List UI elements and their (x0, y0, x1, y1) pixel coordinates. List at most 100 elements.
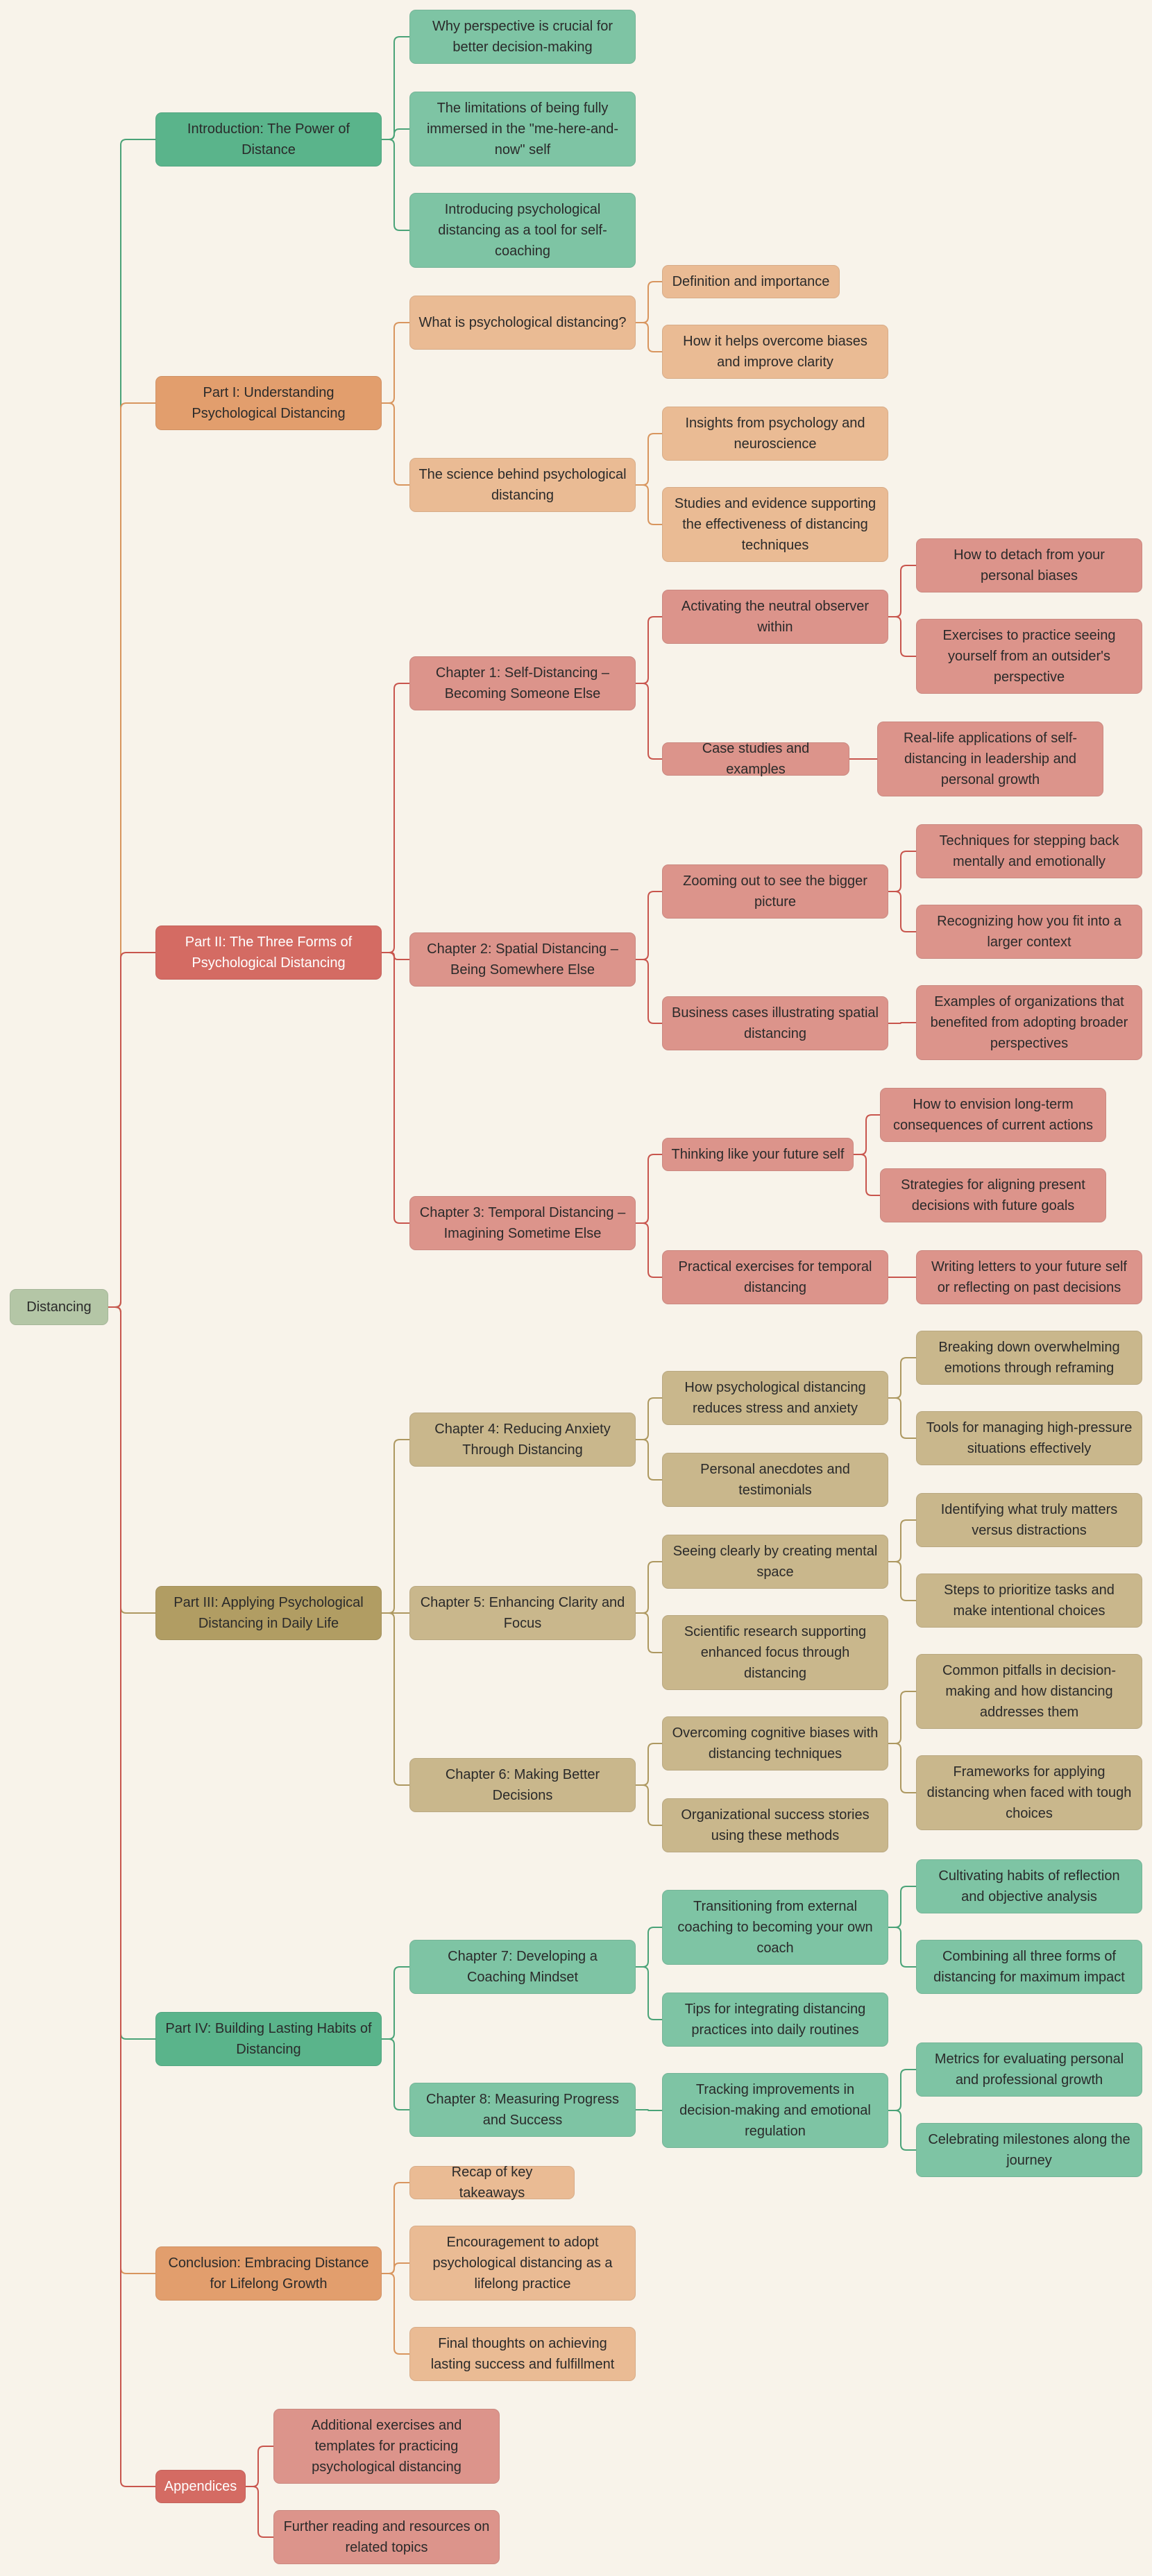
connector-intro-to-intro-2 (382, 128, 409, 140)
connector-p1-what-to-p1-what-2 (636, 322, 662, 352)
section-part4: Part IV: Building Lasting Habits of Dist… (155, 2012, 382, 2066)
section-appendices: Appendices (155, 2470, 246, 2503)
connector-p1-sci-to-p1-sci-1 (636, 433, 662, 486)
connector-ch2-a-to-ch2-a-1 (888, 851, 916, 892)
node-ch3: Chapter 3: Temporal Distancing – Imagini… (409, 1196, 636, 1250)
connector-ch2-to-ch2-b (636, 959, 662, 1024)
node-ch2: Chapter 2: Spatial Distancing – Being So… (409, 932, 636, 987)
connector-root-to-conclusion (108, 1306, 155, 2274)
node-ch1-b: Case studies and examples (662, 741, 849, 777)
node-ch7-a-2: Combining all three forms of distancing … (916, 1940, 1142, 1994)
connector-ch8-a-to-ch8-a-1 (888, 2069, 916, 2111)
node-ch5-a-2: Steps to prioritize tasks and make inten… (916, 1573, 1142, 1628)
section-part2: Part II: The Three Forms of Psychologica… (155, 926, 382, 980)
node-ch8-a: Tracking improvements in decision-making… (662, 2073, 888, 2148)
node-ch6-a-2: Frameworks for applying distancing when … (916, 1755, 1142, 1830)
connector-part4-to-ch8 (382, 2038, 409, 2110)
node-ch7-b: Tips for integrating distancing practice… (662, 1993, 888, 2047)
node-p1-sci-1: Insights from psychology and neuroscienc… (662, 407, 888, 461)
connector-part3-to-ch4 (382, 1439, 409, 1614)
node-ch1-a-1: How to detach from your personal biases (916, 538, 1142, 592)
connector-ch3-to-ch3-a (636, 1154, 662, 1224)
connector-part3-to-ch6 (382, 1612, 409, 1786)
node-p1-what-2: How it helps overcome biases and improve… (662, 325, 888, 379)
node-intro-2: The limitations of being fully immersed … (409, 92, 636, 167)
connector-ch4-to-ch4-a (636, 1397, 662, 1440)
connector-ch1-a-to-ch1-a-2 (888, 616, 916, 657)
connector-appendices-to-app-1 (246, 2446, 273, 2487)
section-part3: Part III: Applying Psychological Distanc… (155, 1586, 382, 1640)
node-p1-what-1: Definition and importance (662, 265, 840, 298)
node-ch3-a-2: Strategies for aligning present decision… (880, 1168, 1106, 1222)
connector-ch7-to-ch7-a (636, 1927, 662, 1968)
connector-part2-to-ch2 (382, 952, 409, 960)
node-p1-sci-2: Studies and evidence supporting the effe… (662, 487, 888, 562)
node-ch6-b: Organizational success stories using the… (662, 1798, 888, 1852)
node-ch4-a-1: Breaking down overwhelming emotions thro… (916, 1331, 1142, 1385)
node-ch5-b: Scientific research supporting enhanced … (662, 1615, 888, 1690)
node-ch2-a-1: Techniques for stepping back mentally an… (916, 824, 1142, 878)
connector-ch4-a-to-ch4-a-2 (888, 1397, 916, 1439)
node-intro-1: Why perspective is crucial for better de… (409, 10, 636, 64)
node-ch2-b-1: Examples of organizations that benefited… (916, 985, 1142, 1060)
node-ch2-a-2: Recognizing how you fit into a larger co… (916, 905, 1142, 959)
node-ch1-a: Activating the neutral observer within (662, 590, 888, 644)
node-con-1: Recap of key takeaways (409, 2165, 575, 2201)
node-ch7-a-1: Cultivating habits of reflection and obj… (916, 1859, 1142, 1913)
connector-conclusion-to-con-2 (382, 2262, 409, 2274)
connector-root-to-part1 (108, 402, 155, 1308)
node-ch4-b: Personal anecdotes and testimonials (662, 1453, 888, 1507)
connector-conclusion-to-con-1 (382, 2182, 409, 2274)
connector-ch7-a-to-ch7-a-2 (888, 1927, 916, 1968)
connector-ch6-to-ch6-a (636, 1743, 662, 1786)
node-ch7-a: Transitioning from external coaching to … (662, 1890, 888, 1965)
connector-root-to-part3 (108, 1306, 155, 1614)
node-ch4-a: How psychological distancing reduces str… (662, 1371, 888, 1425)
connector-part2-to-ch3 (382, 952, 409, 1224)
node-ch6-a-1: Common pitfalls in decision-making and h… (916, 1654, 1142, 1729)
node-ch2-b: Business cases illustrating spatial dist… (662, 996, 888, 1050)
connector-root-to-part2 (108, 952, 155, 1308)
node-ch8: Chapter 8: Measuring Progress and Succes… (409, 2083, 636, 2137)
connector-root-to-appendices (108, 1306, 155, 2487)
node-ch1-a-2: Exercises to practice seeing yourself fr… (916, 619, 1142, 694)
connector-part4-to-ch7 (382, 1966, 409, 2040)
connector-root-to-intro (108, 139, 155, 1308)
connector-ch3-to-ch3-b (636, 1222, 662, 1278)
node-ch4: Chapter 4: Reducing Anxiety Through Dist… (409, 1413, 636, 1467)
node-ch3-b: Practical exercises for temporal distanc… (662, 1250, 888, 1304)
node-ch5-a: Seeing clearly by creating mental space (662, 1535, 888, 1589)
connector-ch5-to-ch5-a (636, 1561, 662, 1614)
section-conclusion: Conclusion: Embracing Distance for Lifel… (155, 2246, 382, 2301)
connector-ch6-a-to-ch6-a-2 (888, 1743, 916, 1793)
connector-ch2-a-to-ch2-a-2 (888, 891, 916, 932)
connector-ch4-to-ch4-b (636, 1439, 662, 1481)
connector-ch7-to-ch7-b (636, 1966, 662, 2020)
connector-ch8-a-to-ch8-a-2 (888, 2110, 916, 2151)
connector-ch5-a-to-ch5-a-2 (888, 1561, 916, 1601)
connector-ch6-to-ch6-b (636, 1784, 662, 1826)
node-ch3-b-1: Writing letters to your future self or r… (916, 1250, 1142, 1304)
connector-root-to-part4 (108, 1306, 155, 2040)
connector-intro-to-intro-1 (382, 36, 409, 140)
connector-ch3-a-to-ch3-a-1 (854, 1114, 880, 1155)
node-ch8-a-2: Celebrating milestones along the journey (916, 2123, 1142, 2177)
connector-ch3-a-to-ch3-a-2 (854, 1154, 880, 1196)
connector-p1-sci-to-p1-sci-2 (636, 484, 662, 525)
connector-part2-to-ch1 (382, 683, 409, 953)
node-ch4-a-2: Tools for managing high-pressure situati… (916, 1411, 1142, 1465)
connector-appendices-to-app-2 (246, 2486, 273, 2538)
node-ch8-a-1: Metrics for evaluating personal and prof… (916, 2042, 1142, 2097)
section-part1: Part I: Understanding Psychological Dist… (155, 376, 382, 430)
node-ch1-b-1: Real-life applications of self-distancin… (877, 722, 1103, 796)
connector-ch1-to-ch1-a (636, 616, 662, 684)
node-ch7: Chapter 7: Developing a Coaching Mindset (409, 1940, 636, 1994)
root-node: Distancing (10, 1289, 108, 1325)
connector-conclusion-to-con-3 (382, 2273, 409, 2355)
node-p1-what: What is psychological distancing? (409, 296, 636, 350)
connector-intro-to-intro-3 (382, 139, 409, 231)
connector-ch4-a-to-ch4-a-1 (888, 1357, 916, 1399)
connector-ch5-a-to-ch5-a-1 (888, 1519, 916, 1562)
